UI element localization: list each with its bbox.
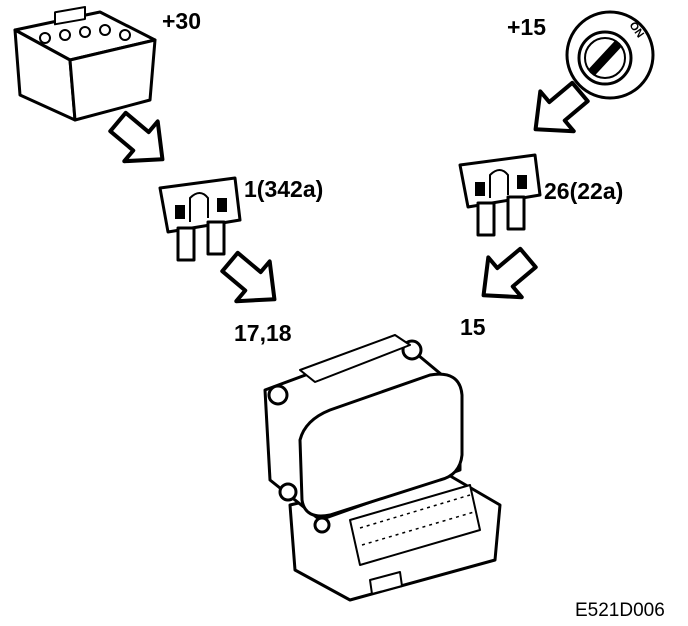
fuse-2-label: 26(22a) — [544, 178, 624, 204]
ignition-switch-icon — [565, 10, 655, 100]
ignition-terminal-label: +15 — [507, 14, 547, 40]
control-module-icon — [263, 334, 502, 602]
pins-1-label: 17,18 — [234, 320, 292, 346]
figure-code: E521D006 — [575, 600, 665, 621]
fuse-1-icon — [158, 176, 242, 262]
battery-terminal-label: +30 — [162, 8, 202, 34]
arrow-battery-to-fuse — [99, 100, 182, 182]
fuse-1-label: 1(342a) — [244, 176, 324, 202]
arrow-fuse2-to-ecu — [464, 236, 547, 318]
pins-2-label: 15 — [460, 314, 486, 340]
fuse-2-icon — [458, 153, 542, 237]
battery-icon — [13, 5, 157, 122]
